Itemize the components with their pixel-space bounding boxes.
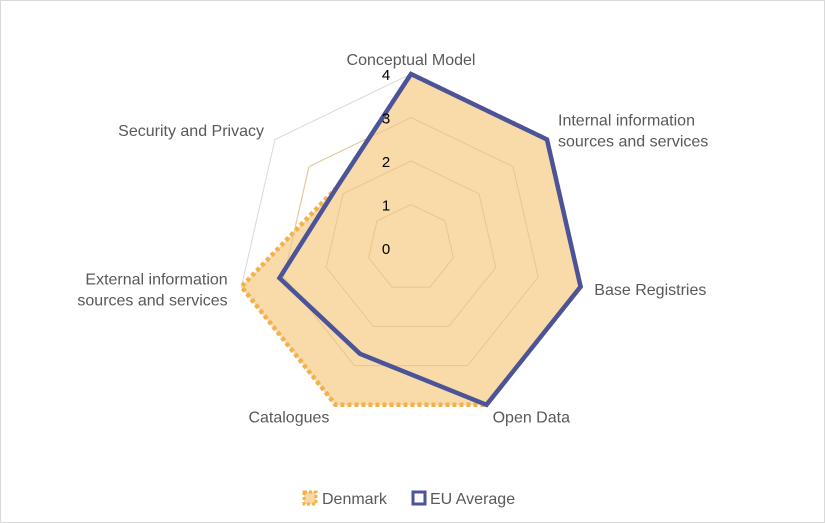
eu-average-line — [276, 71, 584, 408]
tick-label-0: 0 — [382, 241, 390, 258]
tick-label-4: 4 — [382, 67, 390, 84]
legend-denmark-marker — [302, 490, 318, 506]
grid-ring-overlay-1 — [368, 203, 454, 288]
category-label: Open Data — [493, 409, 570, 426]
legend-eu-label: EU Average — [430, 491, 515, 508]
category-label: Base Registries — [594, 282, 706, 299]
category-label: Catalogues — [248, 409, 329, 426]
category-label: Conceptual Model — [347, 52, 476, 69]
grid-ring-overlay-3 — [283, 116, 539, 367]
tick-label-3: 3 — [382, 111, 390, 128]
tick-label-2: 2 — [382, 154, 390, 171]
tick-label-1: 1 — [382, 198, 390, 215]
legend: Denmark EU Average — [302, 490, 515, 508]
legend-denmark-label: Denmark — [322, 491, 388, 508]
category-label: Security and Privacy — [118, 123, 264, 140]
tick-labels: 0 1 2 3 4 — [382, 67, 390, 258]
grid-ring-overlay-2 — [325, 160, 497, 327]
series-eu-average — [276, 71, 584, 408]
series-denmark — [238, 71, 584, 408]
legend-eu-marker — [411, 490, 427, 506]
